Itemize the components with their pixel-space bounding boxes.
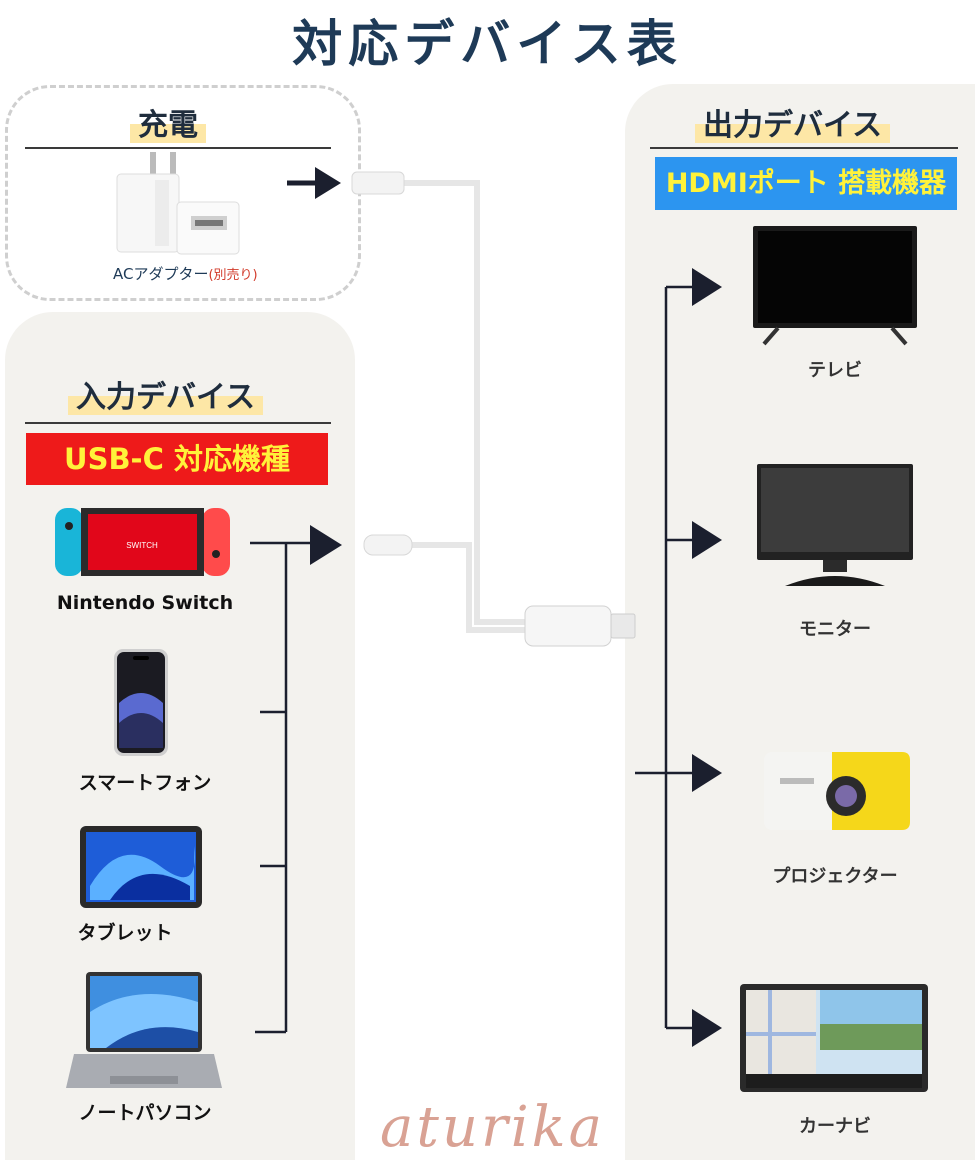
charging-heading: 充電 <box>130 108 206 143</box>
monitor-icon <box>757 464 913 586</box>
charging-divider <box>25 147 331 149</box>
charge-arrow <box>287 167 341 199</box>
tv-icon <box>753 226 917 346</box>
ac-adapter-icon <box>116 152 240 255</box>
game-console-icon: SWITCH <box>55 508 230 576</box>
output-bracket <box>635 285 696 1030</box>
car-navigation-icon <box>740 984 928 1092</box>
device-label-tv: テレビ <box>808 360 862 381</box>
device-label-car-navigation: カーナビ <box>799 1116 871 1137</box>
device-label-laptop: ノートパソコン <box>78 1102 212 1124</box>
ac-adapter-note: (別売り) <box>208 268 258 283</box>
page-title: 対応デバイス表 <box>292 15 683 73</box>
output-arrow-monitor <box>692 521 722 559</box>
output-heading: 出力デバイス <box>695 108 891 143</box>
svg-text:SWITCH: SWITCH <box>126 541 158 550</box>
ac-adapter-label: ACアダプター <box>113 265 209 283</box>
watermark-logo: aturika <box>380 1095 605 1160</box>
device-label-projector: プロジェクター <box>772 866 898 887</box>
device-label-monitor: モニター <box>799 619 871 640</box>
input-bracket <box>250 541 314 1034</box>
input-divider <box>25 422 331 424</box>
tablet-icon <box>80 826 202 908</box>
hdmi-cable-icon <box>351 171 636 647</box>
device-label-switch: Nintendo Switch <box>56 592 234 614</box>
output-divider <box>650 147 958 149</box>
input-heading: 入力デバイス <box>68 380 264 415</box>
output-arrow-tv <box>692 268 722 306</box>
smartphone-icon <box>114 649 168 756</box>
input-arrow <box>310 525 342 565</box>
projector-icon <box>764 752 910 830</box>
hdmi-badge: HDMIポート 搭載機器 <box>655 157 957 210</box>
output-arrow-projector <box>692 754 722 792</box>
output-arrow-car-navigation <box>692 1009 722 1047</box>
usb-c-badge: USB-C 対応機種 <box>26 433 328 485</box>
laptop-icon <box>66 972 222 1088</box>
device-label-smartphone: スマートフォン <box>78 772 212 794</box>
device-label-tablet: タブレット <box>77 922 173 944</box>
